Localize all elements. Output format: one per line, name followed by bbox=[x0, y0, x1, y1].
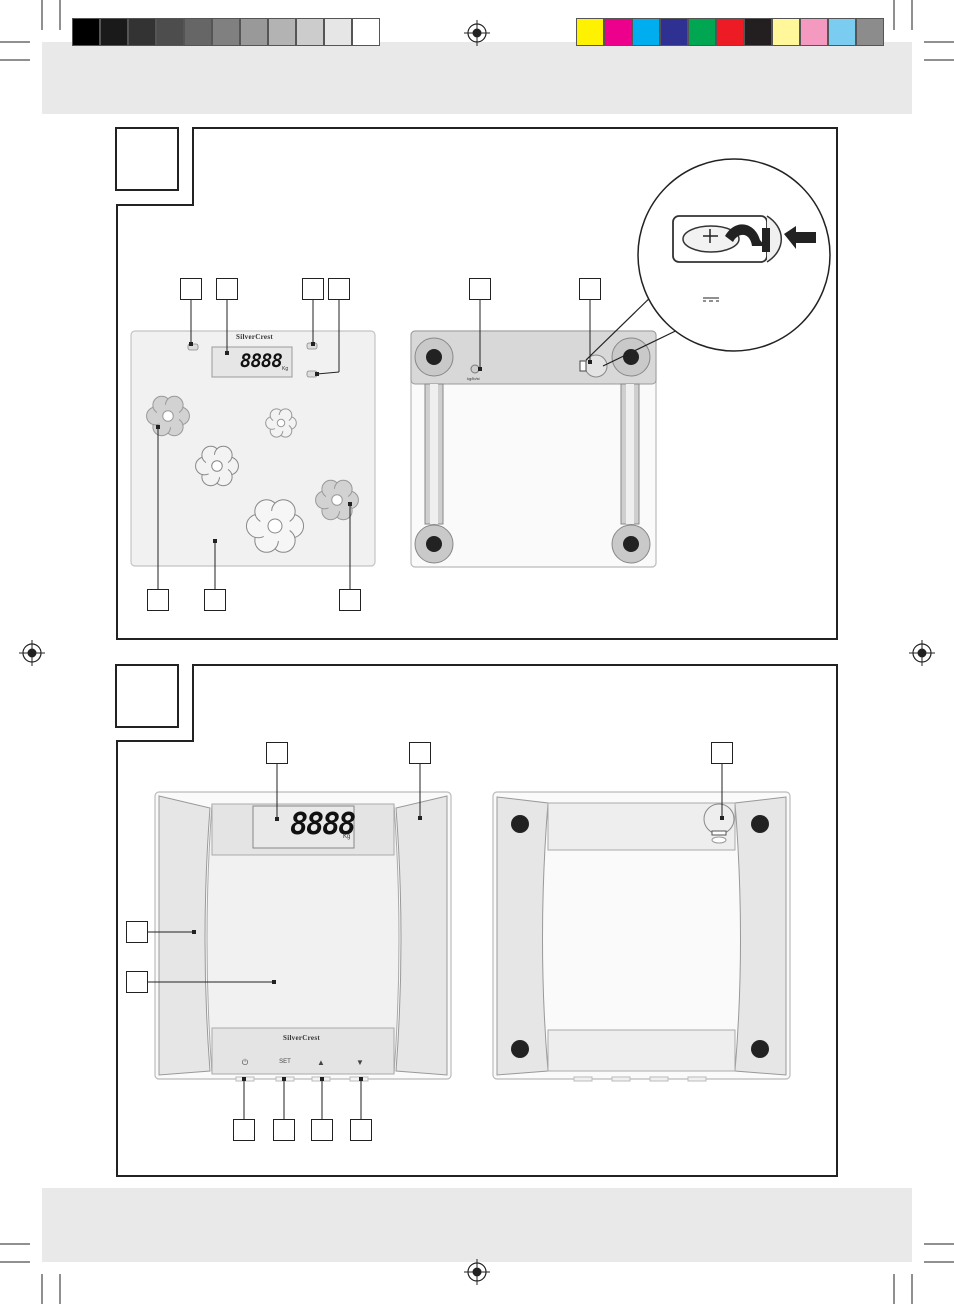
callout-box bbox=[469, 278, 491, 300]
callout-box bbox=[273, 1119, 295, 1141]
registration-mark-right bbox=[909, 640, 935, 666]
lcd-unit-large: Kg bbox=[343, 834, 351, 840]
color-swatch bbox=[604, 18, 632, 46]
unit-switch-icon bbox=[470, 364, 480, 374]
callout-box bbox=[180, 278, 202, 300]
foot-icon bbox=[511, 1040, 529, 1058]
unit-switch-label: kg/lb/st bbox=[467, 376, 480, 381]
lcd-digits-small: 8888 bbox=[240, 350, 283, 372]
flower-icon bbox=[146, 395, 190, 437]
color-swatch bbox=[72, 18, 100, 46]
callout-box bbox=[204, 589, 226, 611]
up-button[interactable]: ▲ bbox=[317, 1058, 325, 1067]
foot-icon bbox=[511, 815, 529, 833]
color-swatch bbox=[212, 18, 240, 46]
registration-mark-left bbox=[19, 640, 45, 666]
color-swatch bbox=[184, 18, 212, 46]
callout-box bbox=[147, 589, 169, 611]
color-swatch bbox=[128, 18, 156, 46]
flower-icon bbox=[315, 479, 359, 521]
top-band bbox=[42, 42, 912, 114]
callout-box bbox=[126, 971, 148, 993]
callout-box bbox=[579, 278, 601, 300]
figure-panel-1 bbox=[115, 127, 838, 640]
color-swatch bbox=[772, 18, 800, 46]
callout-box bbox=[711, 742, 733, 764]
color-swatch bbox=[688, 18, 716, 46]
callout-box bbox=[216, 278, 238, 300]
lcd-digits-large: 8888 bbox=[290, 807, 356, 842]
callout-box bbox=[233, 1119, 255, 1141]
color-swatch bbox=[268, 18, 296, 46]
callout-box bbox=[126, 921, 148, 943]
figure-panel-2 bbox=[115, 664, 838, 1177]
color-swatch bbox=[240, 18, 268, 46]
color-swatch bbox=[100, 18, 128, 46]
callout-box bbox=[302, 278, 324, 300]
color-swatch bbox=[744, 18, 772, 46]
battery-insertion-magnifier bbox=[585, 158, 831, 367]
color-swatch bbox=[296, 18, 324, 46]
foot-icon bbox=[751, 815, 769, 833]
color-swatch bbox=[828, 18, 856, 46]
callout-box bbox=[266, 742, 288, 764]
leader-lines-panel-1 bbox=[157, 299, 591, 589]
callout-box bbox=[350, 1119, 372, 1141]
color-swatch bbox=[156, 18, 184, 46]
insert-arrow-icon bbox=[725, 224, 765, 246]
foot-icon bbox=[751, 1040, 769, 1058]
push-arrow-icon bbox=[784, 226, 816, 249]
leader-dots-panel-2 bbox=[192, 816, 724, 1081]
body-scale-bottom-view bbox=[492, 791, 791, 1082]
color-swatch bbox=[800, 18, 828, 46]
coin-battery-icon bbox=[682, 225, 740, 253]
callout-box bbox=[311, 1119, 333, 1141]
brand-logo-large: SilverCrest bbox=[283, 1034, 320, 1042]
callout-box bbox=[328, 278, 350, 300]
registration-mark-bottom bbox=[464, 1259, 490, 1285]
foot-icon bbox=[426, 536, 442, 552]
registration-mark-top bbox=[464, 20, 490, 46]
scale-bottom-view bbox=[410, 330, 657, 568]
leader-dots-panel-1 bbox=[156, 342, 592, 543]
flower-icon bbox=[195, 445, 239, 487]
color-swatch bbox=[660, 18, 688, 46]
set-button[interactable]: SET bbox=[279, 1059, 291, 1065]
brand-logo-small: SilverCrest bbox=[236, 333, 273, 341]
foot-icon bbox=[623, 349, 639, 365]
body-scale-top-view bbox=[154, 791, 452, 1082]
color-swatch bbox=[856, 18, 884, 46]
glass-scale-top-view bbox=[130, 330, 376, 567]
color-swatch bbox=[632, 18, 660, 46]
foot-icon bbox=[426, 349, 442, 365]
callout-box bbox=[339, 589, 361, 611]
bottom-band bbox=[42, 1188, 912, 1262]
power-button[interactable]: ⏻ bbox=[241, 1058, 249, 1067]
callout-box bbox=[409, 742, 431, 764]
down-button[interactable]: ▼ bbox=[356, 1058, 364, 1067]
color-swatch bbox=[324, 18, 352, 46]
flower-decorations bbox=[146, 395, 359, 553]
flower-icon bbox=[245, 499, 305, 553]
foot-icon bbox=[623, 536, 639, 552]
lcd-unit-small: Kg bbox=[282, 366, 289, 372]
color-swatch bbox=[576, 18, 604, 46]
color-swatch bbox=[716, 18, 744, 46]
flower-icon bbox=[265, 408, 297, 438]
color-swatch bbox=[352, 18, 380, 46]
battery-compartment-icon bbox=[703, 803, 735, 835]
leader-lines-panel-2 bbox=[148, 764, 723, 1119]
